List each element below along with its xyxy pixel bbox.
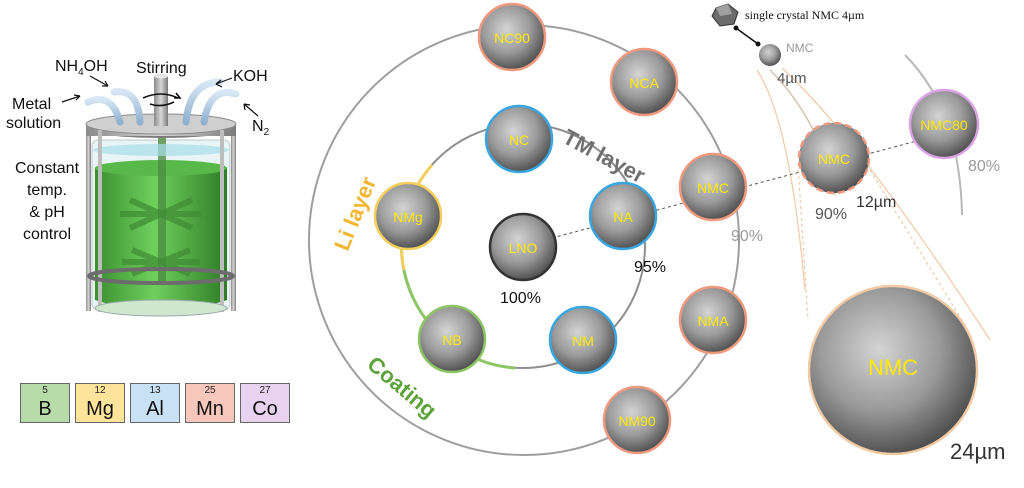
element-tile-mg: 12 Mg xyxy=(75,383,125,423)
element-symbol: Mg xyxy=(86,398,114,420)
constant-conditions-label: Constant temp. & pH control xyxy=(14,160,80,243)
element-tiles: 5 B 12 Mg 13 Al 25 Mn 27 Co xyxy=(20,383,290,427)
element-symbol: B xyxy=(38,398,52,420)
particle-nmc80-label: NMC80 xyxy=(920,117,968,133)
element-number: 5 xyxy=(42,385,48,396)
element-tile-b: 5 B xyxy=(20,383,70,423)
element-tile-al: 13 Al xyxy=(130,383,180,423)
particle-nmc-24um-label: NMC xyxy=(867,355,919,380)
particle-nm-label: NM xyxy=(572,333,594,349)
size-24um: 24µm xyxy=(950,439,1006,464)
size-12um: 12µm xyxy=(856,194,897,211)
particle-na-label: NA xyxy=(613,209,633,225)
metal-solution-label: Metal solution xyxy=(6,96,62,132)
nh4oh-label: NH4OH xyxy=(55,58,108,79)
percent-90-outer: 90% xyxy=(731,228,764,245)
particle-nm90-label: NM90 xyxy=(618,413,656,429)
element-number: 27 xyxy=(259,385,271,396)
element-number: 25 xyxy=(204,385,216,396)
element-symbol: Al xyxy=(146,398,164,420)
size-4um: 4µm xyxy=(777,70,807,87)
element-number: 12 xyxy=(94,385,106,396)
percent-100: 100% xyxy=(500,290,541,307)
particle-nca-label: NCA xyxy=(629,75,659,91)
n2-label: N2 xyxy=(252,118,270,139)
stirring-label: Stirring xyxy=(136,60,187,77)
particle-nmc-outer-label: NMC xyxy=(697,180,729,196)
element-symbol: Mn xyxy=(196,398,224,420)
particle-lno-label: LNO xyxy=(508,240,538,256)
particle-nc-label: NC xyxy=(508,132,530,148)
particle-nmc-4um-label: NMC xyxy=(786,41,814,55)
particle-nmg-label: NMg xyxy=(393,209,423,225)
element-tile-mn: 25 Mn xyxy=(185,383,235,423)
element-tile-co: 27 Co xyxy=(240,383,290,423)
single-crystal-label: single crystal NMC 4µm xyxy=(745,8,865,22)
particle-nc90-label: NC90 xyxy=(494,30,530,46)
particle-nma-label: NMA xyxy=(697,313,729,329)
element-number: 13 xyxy=(149,385,161,396)
percent-90-right: 90% xyxy=(815,206,848,223)
particle-nb-label: NB xyxy=(442,332,462,348)
koh-label: KOH xyxy=(233,68,268,85)
particle-spheres xyxy=(373,2,980,456)
particle-nmc-12um-label: NMC xyxy=(818,151,850,167)
percent-95: 95% xyxy=(634,259,667,276)
element-symbol: Co xyxy=(252,398,278,420)
percent-80: 80% xyxy=(968,158,1001,175)
